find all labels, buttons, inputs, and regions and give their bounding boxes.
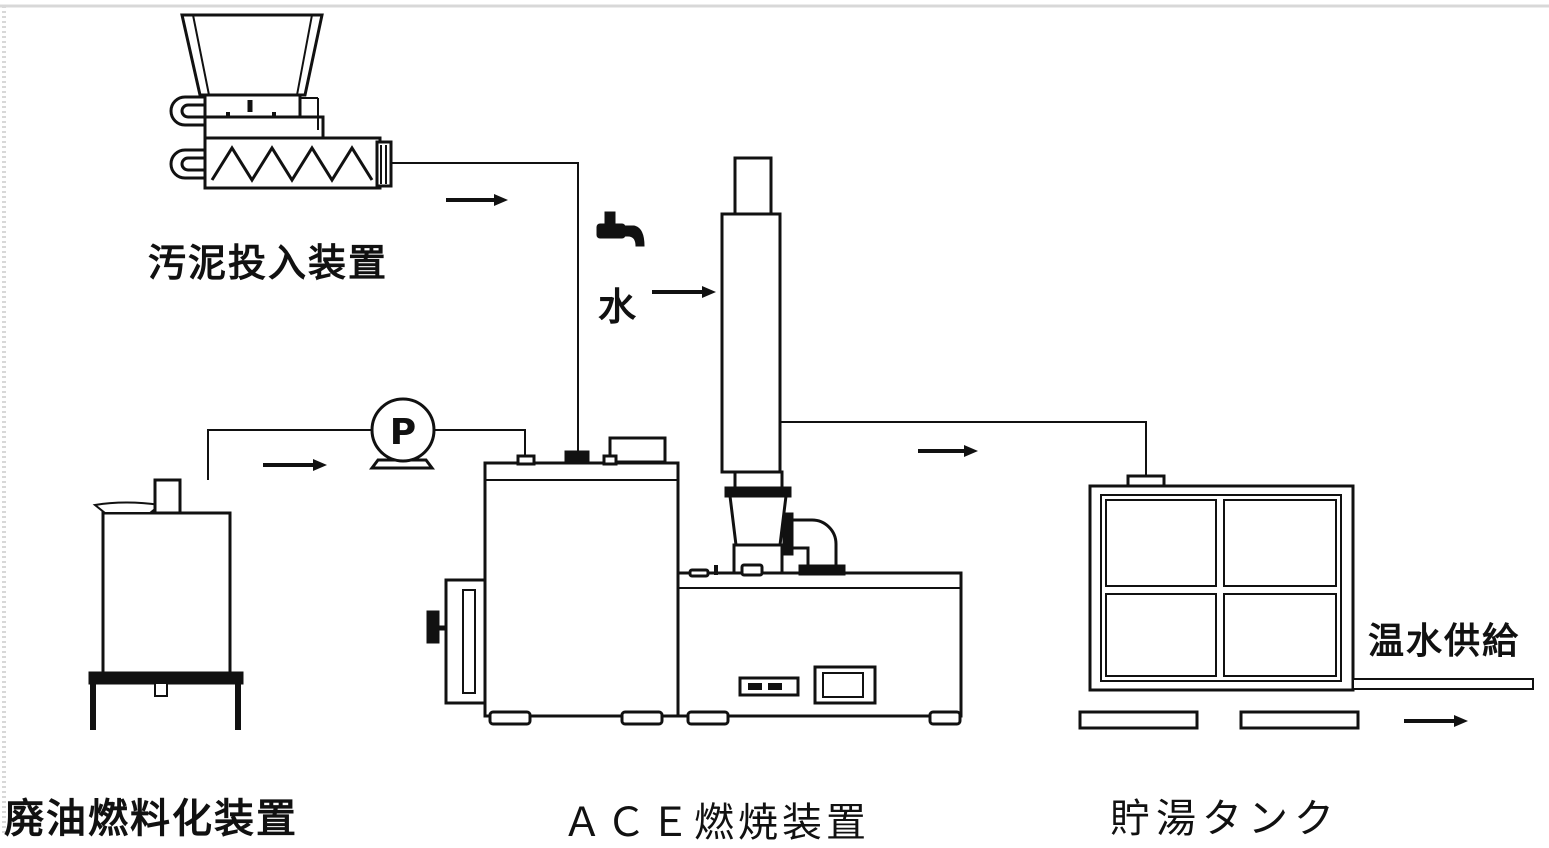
hot-water-supply-label: 温水供給 — [1368, 621, 1521, 662]
hot-water-tank — [1078, 474, 1534, 730]
sludge-pipe — [391, 162, 579, 452]
oil-pipe — [207, 429, 526, 480]
hot-water-pipe — [780, 421, 1147, 476]
right-arrow-icon — [652, 286, 716, 298]
sludge-feeder — [169, 13, 393, 190]
right-arrow-icon — [918, 445, 978, 457]
ace-combustor-label: ＡＣＥ燃焼装置 — [562, 800, 870, 846]
ace-combustor — [426, 156, 963, 726]
frame — [0, 4, 1549, 834]
pump-icon: P — [369, 397, 436, 470]
water-label: 水 — [598, 285, 637, 329]
waste-oil-fuel-unit-label: 廃油燃料化装置 — [4, 796, 298, 842]
sludge-feeder-label: 汚泥投入装置 — [148, 241, 389, 285]
hot-water-tank-label: 貯湯タンク — [1110, 796, 1340, 842]
pump-label: P — [390, 412, 416, 453]
right-arrow-icon — [1404, 715, 1468, 727]
right-arrow-icon — [446, 194, 508, 206]
right-arrow-icon — [263, 459, 327, 471]
water-faucet-icon — [596, 211, 645, 247]
waste-oil-fuel-unit — [88, 478, 244, 730]
